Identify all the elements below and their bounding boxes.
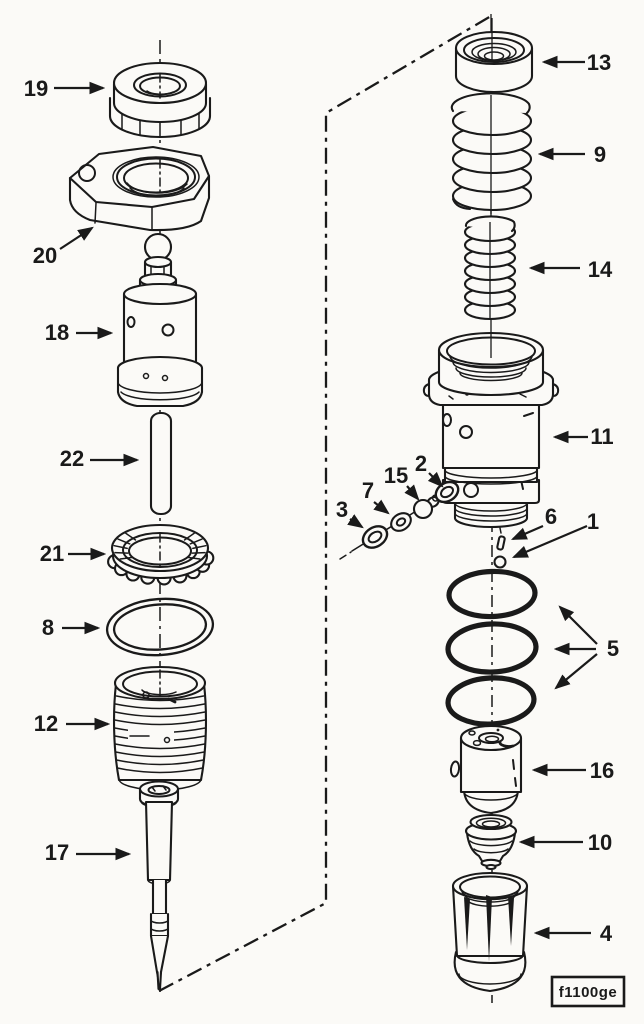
callout-20-arrow	[59, 226, 94, 250]
callout-9-label: 9	[594, 142, 606, 167]
callout-6-label: 6	[545, 504, 557, 529]
callout-1-arrow	[511, 524, 588, 559]
callout-19-label: 19	[24, 76, 48, 101]
callout-11-label: 11	[590, 424, 613, 449]
part-1	[493, 555, 507, 569]
part-22	[149, 411, 173, 516]
part-11	[422, 331, 560, 529]
part-20	[68, 145, 211, 232]
callout-12-label: 12	[34, 711, 58, 736]
part-4	[451, 871, 529, 993]
callout-3-label: 3	[336, 497, 348, 522]
figure-code: f1100ge	[559, 984, 618, 1001]
callout-5-arrow-bottom	[554, 653, 598, 690]
part-10	[464, 813, 518, 871]
part-16	[449, 724, 523, 815]
callout-17-label: 17	[45, 840, 69, 865]
callout-5-label: 5	[607, 636, 619, 661]
part-19	[108, 61, 212, 139]
part-6	[496, 527, 506, 551]
callout-4-label: 4	[600, 921, 613, 946]
callout-18-label: 18	[45, 320, 69, 345]
part-17	[138, 780, 180, 991]
part-7	[390, 512, 412, 532]
part-15	[412, 494, 440, 520]
callout-22-label: 22	[60, 446, 84, 471]
callout-8-label: 8	[42, 615, 54, 640]
callout-14-label: 14	[588, 257, 613, 282]
part-12	[112, 665, 208, 791]
callout-2-arrow	[427, 471, 444, 488]
small-parts-axis-dash	[339, 551, 352, 560]
centerline-overlays	[159, 18, 493, 701]
part-3	[361, 525, 389, 549]
callout-21-label: 21	[40, 541, 64, 566]
callout-7-arrow	[373, 499, 390, 515]
part-9	[450, 92, 533, 212]
callout-20-label: 20	[33, 243, 57, 268]
part-5	[445, 568, 539, 727]
fold-connector-line	[158, 15, 492, 993]
callout-2-label: 2	[415, 451, 427, 476]
callout-3-arrow	[347, 514, 364, 529]
part-13	[454, 30, 534, 94]
callout-15-arrow	[404, 484, 420, 501]
callout-15-label: 15	[384, 463, 408, 488]
callout-6-arrow	[510, 524, 544, 541]
callout-5-arrow-top	[558, 605, 598, 645]
part-8	[105, 597, 215, 657]
figure-code-box: f1100ge	[550, 975, 626, 1008]
callouts: 19 20 18 22 21 8 12 17 13 9 14 11 2 15 7…	[24, 50, 619, 946]
part-18	[116, 232, 204, 408]
callout-7-label: 7	[362, 478, 374, 503]
callout-16-label: 16	[590, 758, 614, 783]
callout-1-label: 1	[587, 509, 599, 534]
callout-10-label: 10	[588, 830, 612, 855]
callout-13-label: 13	[587, 50, 611, 75]
